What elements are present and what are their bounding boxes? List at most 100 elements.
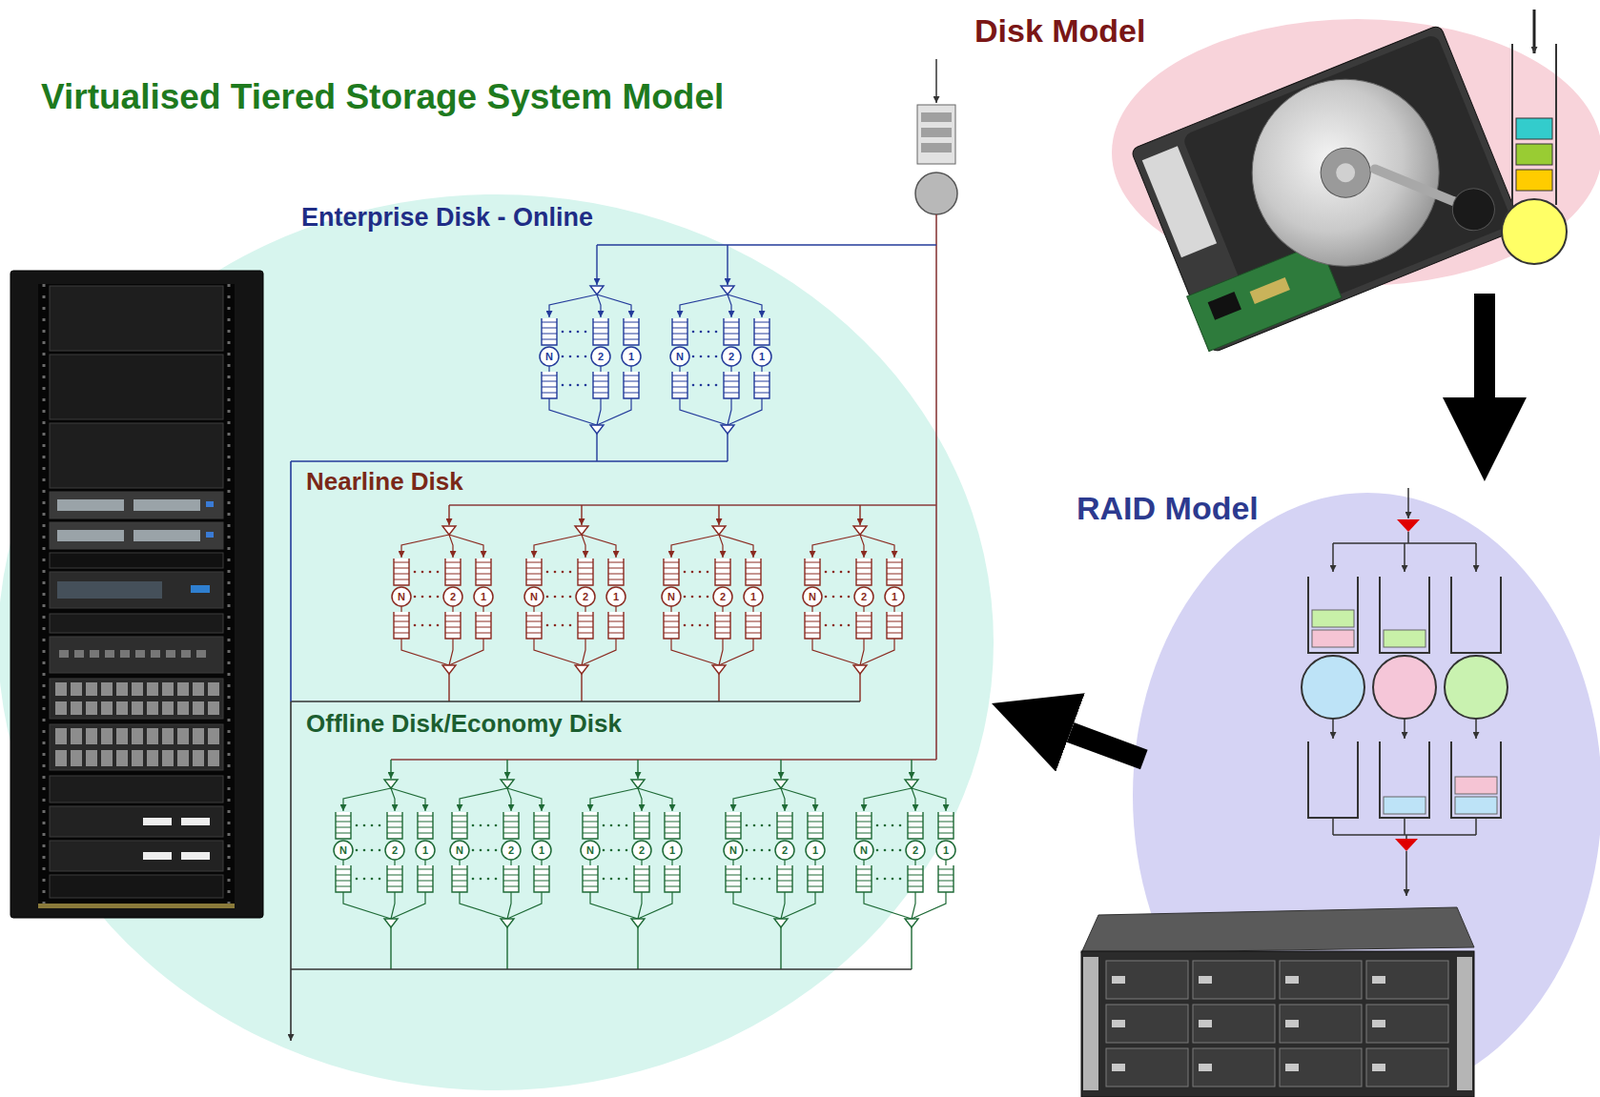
queue-outline — [938, 812, 954, 840]
queue-fill — [672, 371, 688, 399]
ellipsis-dot — [698, 624, 702, 628]
queue-stripe — [754, 333, 770, 335]
queue-stripe — [804, 579, 821, 581]
queue-stripe — [723, 392, 739, 394]
drive-slot — [70, 701, 83, 716]
server-number: 1 — [743, 587, 763, 607]
fork-branch — [596, 294, 632, 318]
disk-server — [723, 841, 743, 861]
queue-stripe — [503, 869, 519, 871]
fork-branch — [911, 788, 946, 812]
queue-fill — [445, 612, 461, 639]
queue-stripe — [938, 869, 954, 871]
queue-stripe — [856, 579, 872, 581]
raid-queue — [1308, 741, 1358, 819]
fork-triangle — [1396, 519, 1420, 533]
ellipsis-dot — [840, 624, 843, 628]
queue-stripe — [938, 875, 954, 877]
queue-fill — [938, 812, 954, 840]
join-branch — [718, 638, 723, 666]
raid-link — [1475, 718, 1477, 739]
queue-outline — [335, 812, 351, 840]
queue-stripe — [393, 568, 410, 570]
raid-group — [723, 779, 825, 928]
ellipsis-dot — [471, 824, 475, 828]
ellipsis-dot — [715, 384, 718, 388]
disk-server — [391, 587, 411, 607]
queue-stripe — [921, 127, 952, 138]
drive-slot — [55, 728, 67, 745]
server-panel — [133, 499, 201, 512]
drive-slot — [101, 750, 113, 767]
queue-fill — [907, 812, 924, 840]
queue-stripe — [938, 816, 954, 818]
raid-job — [1455, 777, 1498, 795]
queue-stripe — [907, 886, 924, 888]
fork-branch — [679, 294, 728, 318]
ellipsis-dot — [471, 849, 475, 853]
ellipsis-dot — [617, 878, 621, 882]
join-branch — [812, 638, 861, 666]
queue-stripe — [577, 574, 594, 575]
wire — [859, 674, 861, 702]
ellipsis-dot — [561, 330, 565, 334]
drive-bay — [1106, 1005, 1189, 1044]
queue-fill — [533, 812, 550, 840]
fork-triangle — [631, 779, 645, 789]
queue-stripe — [577, 562, 594, 564]
queue-stripe — [723, 322, 739, 324]
queue-outline — [886, 612, 903, 639]
queue-outline — [807, 812, 823, 840]
queue-fill — [715, 558, 731, 586]
queue-stripe — [417, 886, 433, 888]
drive-bay — [1366, 1048, 1449, 1088]
tier-heading: Nearline Disk — [306, 468, 464, 496]
disk-server — [662, 841, 682, 861]
queue-stripe — [577, 633, 594, 635]
queue-fill — [663, 612, 679, 639]
queue-stripe — [856, 821, 872, 823]
fork-triangle — [904, 779, 919, 789]
queue-outline — [582, 812, 598, 840]
fork-branch — [718, 534, 723, 558]
fork-branch — [390, 788, 395, 812]
queue-stripe — [533, 869, 550, 871]
join-branch — [863, 892, 912, 920]
fork-branch — [449, 534, 453, 558]
fork-triangle — [853, 526, 867, 535]
queue-stripe — [907, 827, 924, 829]
server-number: 2 — [501, 841, 521, 861]
ellipsis-dot — [760, 824, 764, 828]
queue-stripe — [387, 881, 403, 883]
ellipsis-dot — [617, 849, 621, 853]
ellipsis-dot — [553, 571, 557, 575]
raid-job — [1383, 630, 1426, 648]
queue-fill — [856, 812, 872, 840]
raid-group — [854, 779, 956, 928]
server-link — [630, 366, 632, 372]
queue-stripe — [663, 621, 679, 623]
queue-outline — [608, 612, 624, 639]
queue-stripe — [393, 562, 410, 564]
queue-stripe — [664, 833, 680, 835]
queue-outline — [777, 865, 793, 893]
raid-branch — [1475, 543, 1477, 573]
fork-branch — [637, 788, 673, 812]
server-link — [944, 860, 946, 866]
queue-outline — [634, 865, 650, 893]
ellipsis-dot — [683, 595, 687, 599]
queue-stripe — [582, 816, 598, 818]
queue-stripe — [672, 333, 688, 335]
queue-fill — [608, 612, 624, 639]
rack-unit — [49, 553, 224, 569]
disk-server — [661, 587, 681, 607]
join-branch — [459, 892, 508, 920]
queue-outline — [723, 318, 739, 346]
queue-outline — [445, 612, 461, 639]
queue-outline — [475, 558, 492, 586]
server-number: 1 — [805, 841, 825, 861]
queue-fill — [387, 865, 403, 893]
ellipsis-dot — [569, 571, 573, 575]
queue-stripe — [475, 568, 492, 570]
server-link — [589, 860, 591, 866]
